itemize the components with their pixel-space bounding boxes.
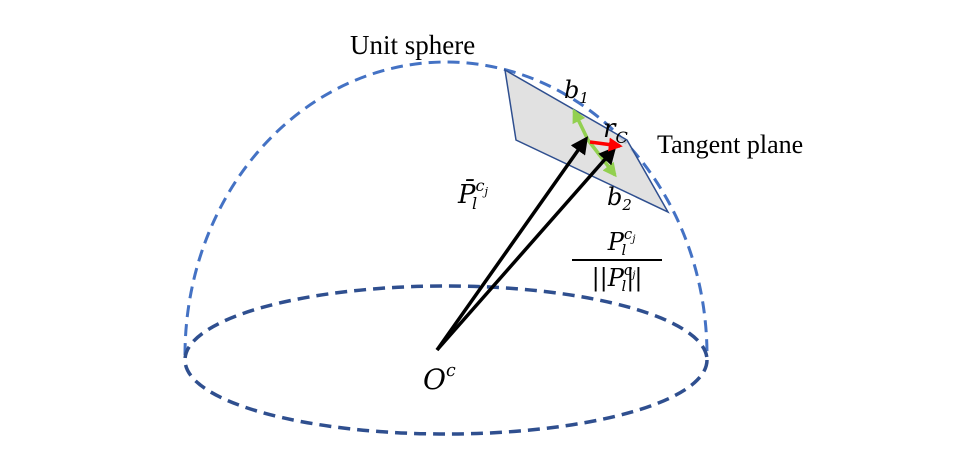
- unit-sphere-outline: [183, 60, 709, 356]
- frac-den-base: P: [607, 264, 624, 292]
- frac-num-sup: c: [623, 224, 633, 243]
- pbar-label: P̄cjl: [458, 177, 488, 211]
- b1-base: b: [564, 76, 580, 104]
- normalized-p-fraction: Pcjl ||Pcjl||: [572, 224, 662, 296]
- fraction-bar: [572, 259, 662, 261]
- base-ellipse: [183, 284, 709, 436]
- b2-base: b: [607, 183, 623, 211]
- normalized-p-vector-arrow: [435, 146, 617, 352]
- frac-den-open: ||: [591, 264, 608, 292]
- b1-axis-arrow: [572, 108, 590, 141]
- b1-sub: 1: [579, 89, 589, 108]
- fraction-denominator: ||Pcjl||: [572, 260, 662, 296]
- b2-sub: 2: [622, 196, 632, 215]
- frac-den-close: ||: [626, 264, 643, 292]
- tangent-plane-text: Tangent plane: [657, 130, 804, 159]
- rc-base: r: [603, 114, 616, 144]
- fraction-numerator: Pcjl: [572, 224, 662, 260]
- b1-label: b1: [564, 76, 589, 106]
- pbar-vector-arrow: [435, 136, 589, 352]
- origin-sup: c: [445, 360, 456, 381]
- frac-den-sup: c: [623, 260, 633, 279]
- unit-sphere-text: Unit sphere: [350, 30, 476, 60]
- frac-num-sub: l: [621, 241, 627, 260]
- rc-label: rC: [603, 114, 628, 145]
- rc-sub: C: [615, 127, 628, 147]
- pbar-sub: l: [472, 193, 478, 213]
- b2-label: b2: [607, 183, 632, 213]
- frac-num-sup-sub: j: [632, 233, 636, 246]
- frac-den-sup-sub: j: [632, 269, 636, 282]
- pbar-base: P̄: [458, 180, 476, 210]
- pbar-sup-sub: j: [484, 184, 489, 198]
- rc-residual-arrow: [589, 137, 623, 152]
- pbar-sup: c: [475, 175, 485, 195]
- tangent-plane-label: Tangent plane: [657, 132, 803, 158]
- frac-num-base: P: [607, 228, 624, 256]
- unit-sphere-label: Unit sphere: [350, 32, 475, 59]
- origin-base: O: [423, 363, 446, 396]
- frac-den-sub: l: [621, 277, 627, 296]
- origin-label: Oc: [423, 362, 456, 396]
